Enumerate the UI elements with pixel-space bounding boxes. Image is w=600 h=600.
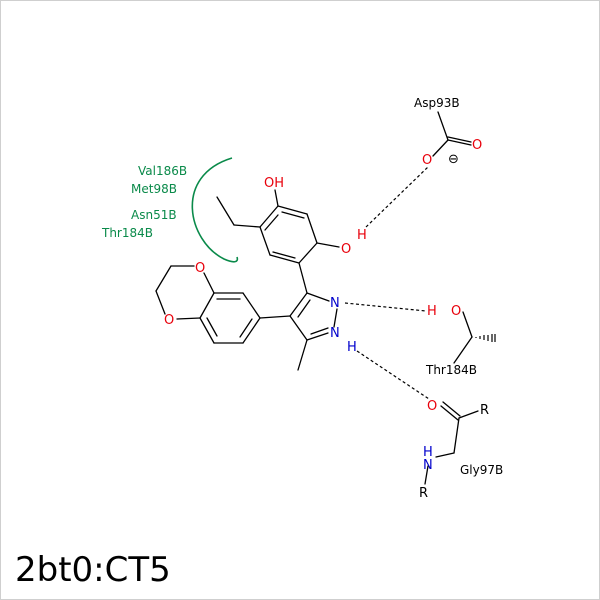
asp-carbonyl-oxygen: O	[472, 138, 482, 153]
residue-labels: Asp93B Thr184B Gly97B	[414, 96, 503, 477]
gly-r-top: R	[480, 403, 489, 418]
asp-charge-icon: ⊖	[448, 152, 459, 167]
gly-r-bottom: R	[419, 486, 428, 501]
ligand-atom-labels: OH O H O O N N H	[164, 176, 367, 355]
dioxane-oxygen-top: O	[195, 261, 205, 276]
gly-amide-nitrogen: N	[423, 458, 433, 473]
ligand-bonds	[155, 189, 340, 371]
hydrophobic-residue: Thr184B	[101, 226, 153, 240]
diagram-caption: 2bt0:CT5	[15, 550, 171, 590]
hydrophobic-residue: Asn51B	[131, 208, 177, 222]
hbond-pyrazole-gly	[356, 350, 430, 400]
gly-oxygen: O	[427, 399, 437, 414]
hydroxyl-label: OH	[264, 176, 284, 191]
hydrophobic-residue: Val186B	[138, 164, 187, 178]
pyrazole-nitrogen-bottom: N	[330, 326, 340, 341]
dioxane-oxygen-bottom: O	[164, 313, 174, 328]
gly-amide-hydrogen: H	[423, 445, 433, 460]
hydrogen-bonds	[344, 165, 430, 400]
thr-hydrogen: H	[427, 304, 437, 319]
residue-asp: Asp93B	[414, 96, 460, 110]
hydrophobic-arc	[191, 157, 239, 263]
hydrophobic-residue-labels: Val186B Met98B Asn51B Thr184B	[101, 164, 187, 240]
pyrazole-nitrogen-top: N	[330, 296, 340, 311]
thr-oxygen: O	[451, 304, 461, 319]
pyrazole-hydrogen: H	[347, 340, 357, 355]
hbond-pyrazole-thr	[344, 302, 427, 312]
hydrophobic-residue: Met98B	[131, 182, 177, 196]
phenol-oxygen: O	[341, 242, 351, 257]
residue-thr: Thr184B	[425, 363, 477, 377]
residue-bonds	[424, 111, 479, 485]
residue-gly: Gly97B	[460, 463, 503, 477]
residue-atom-labels: O O ⊖ H O O R H N R	[419, 138, 489, 501]
thr-hash-bond	[475, 334, 496, 342]
phenol-hydrogen: H	[357, 228, 367, 243]
asp-anion-oxygen: O	[422, 153, 432, 168]
hbond-asp-phenol	[365, 165, 430, 228]
